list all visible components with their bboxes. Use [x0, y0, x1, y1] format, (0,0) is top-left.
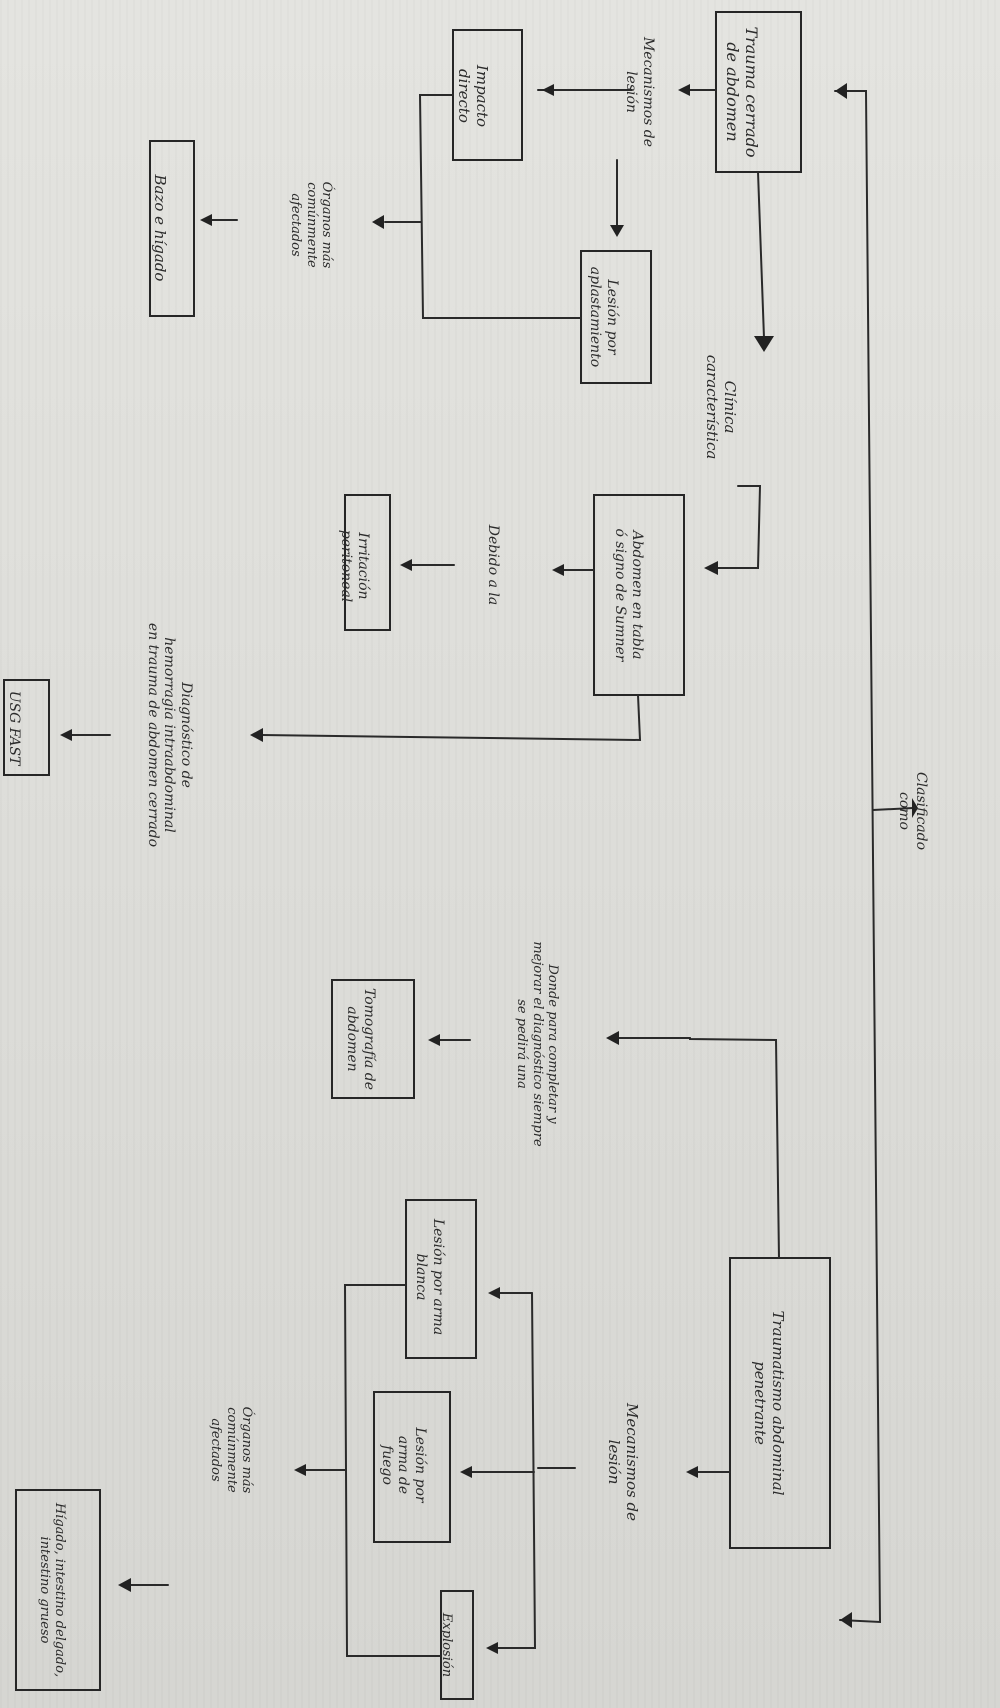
label-irritacion: Irritación peritoneal	[338, 529, 372, 603]
arrow-spine-bottom	[840, 1612, 852, 1628]
label-higado-intestino: Hígado, intestino delgado, intestino gru…	[36, 1502, 68, 1678]
arrow-explosion	[486, 1642, 498, 1654]
label-mecanismos-1: Mecanismos de lesión	[623, 36, 657, 148]
arrow-diagnostico	[250, 728, 263, 742]
box-explosion	[440, 1590, 474, 1700]
arrow-impacto	[542, 84, 554, 96]
arrow-mecanismos-2	[686, 1466, 698, 1478]
label-organos-1: Órganos más comúnmente afectados	[288, 181, 335, 269]
box-higado-intestino	[15, 1489, 101, 1691]
box-irritacion	[344, 494, 391, 631]
line-clasificado	[872, 807, 914, 811]
label-explosion: Explosión	[439, 1612, 455, 1678]
line-main-spine	[834, 90, 882, 1624]
arrow-aplastamiento	[610, 225, 624, 237]
box-arma-blanca	[405, 1199, 477, 1359]
label-trauma-cerrado: Trauma cerrado de abdomen	[722, 26, 761, 158]
box-tomografia	[331, 979, 415, 1099]
arrow-abdomen	[704, 561, 718, 575]
label-tomografia: Tomografía de abdomen	[344, 987, 378, 1091]
line-arma-bracket	[497, 1292, 537, 1649]
label-organos-2: Órganos más comúnmente afectados	[208, 1406, 255, 1494]
label-clinica: Clínica característica	[703, 354, 739, 460]
arrow-arma-blanca	[488, 1287, 500, 1299]
label-mecanismos-2: Mecanismos de lesión	[605, 1403, 641, 1521]
arrow-clasificado	[912, 798, 918, 818]
label-arma-blanca: Lesión por arma blanca	[413, 1218, 447, 1336]
label-impacto-directo: Impacto directo	[455, 64, 491, 128]
label-usg-fast: USG FAST	[6, 690, 23, 766]
label-trauma-penetrante: Traumatismo abdominal penetrante	[751, 1310, 787, 1496]
line-cerrado-clinica	[757, 171, 765, 339]
arrow-bazo	[200, 214, 212, 226]
line-clinica-abdomen	[715, 485, 762, 569]
arrow-higado	[118, 1578, 131, 1592]
arrow-spine-top	[835, 83, 847, 99]
arrow-mecanismos-1	[678, 84, 690, 96]
label-donde: Donde para completar y mejorar el diagnó…	[514, 941, 561, 1147]
arrow-arma-fuego	[460, 1466, 472, 1478]
arrow-donde	[606, 1031, 619, 1045]
arrow-debido	[552, 564, 564, 576]
line-penetrante-donde	[689, 1037, 780, 1259]
label-arma-fuego: Lesión por arma de fuego	[378, 1427, 429, 1503]
line-abdomen-diagnostico	[261, 694, 642, 742]
arrow-usg	[60, 729, 72, 741]
label-debido-a: Debido a la	[485, 524, 502, 606]
label-bazo-higado: Bazo e hígado	[151, 174, 169, 282]
arrow-organos-1	[372, 215, 384, 229]
label-clasificado: Clasificado como	[896, 771, 930, 851]
line-organos-bracket	[418, 94, 582, 319]
box-arma-fuego	[373, 1391, 451, 1543]
arrow-irritacion	[400, 559, 412, 571]
arrow-clinica	[754, 336, 774, 352]
arrow-organos-2	[294, 1464, 306, 1476]
label-lesion-aplastamiento: Lesión por aplastamiento	[587, 266, 621, 368]
label-diagnostico: Diagnóstico de hemorragia intraabdominal…	[144, 622, 195, 848]
box-usg-fast	[3, 679, 50, 776]
box-bazo-higado	[149, 140, 195, 317]
label-abdomen-tabla: Abdomen en tabla ó signo de Sumner	[612, 528, 646, 662]
arrow-tomografia	[428, 1034, 440, 1046]
